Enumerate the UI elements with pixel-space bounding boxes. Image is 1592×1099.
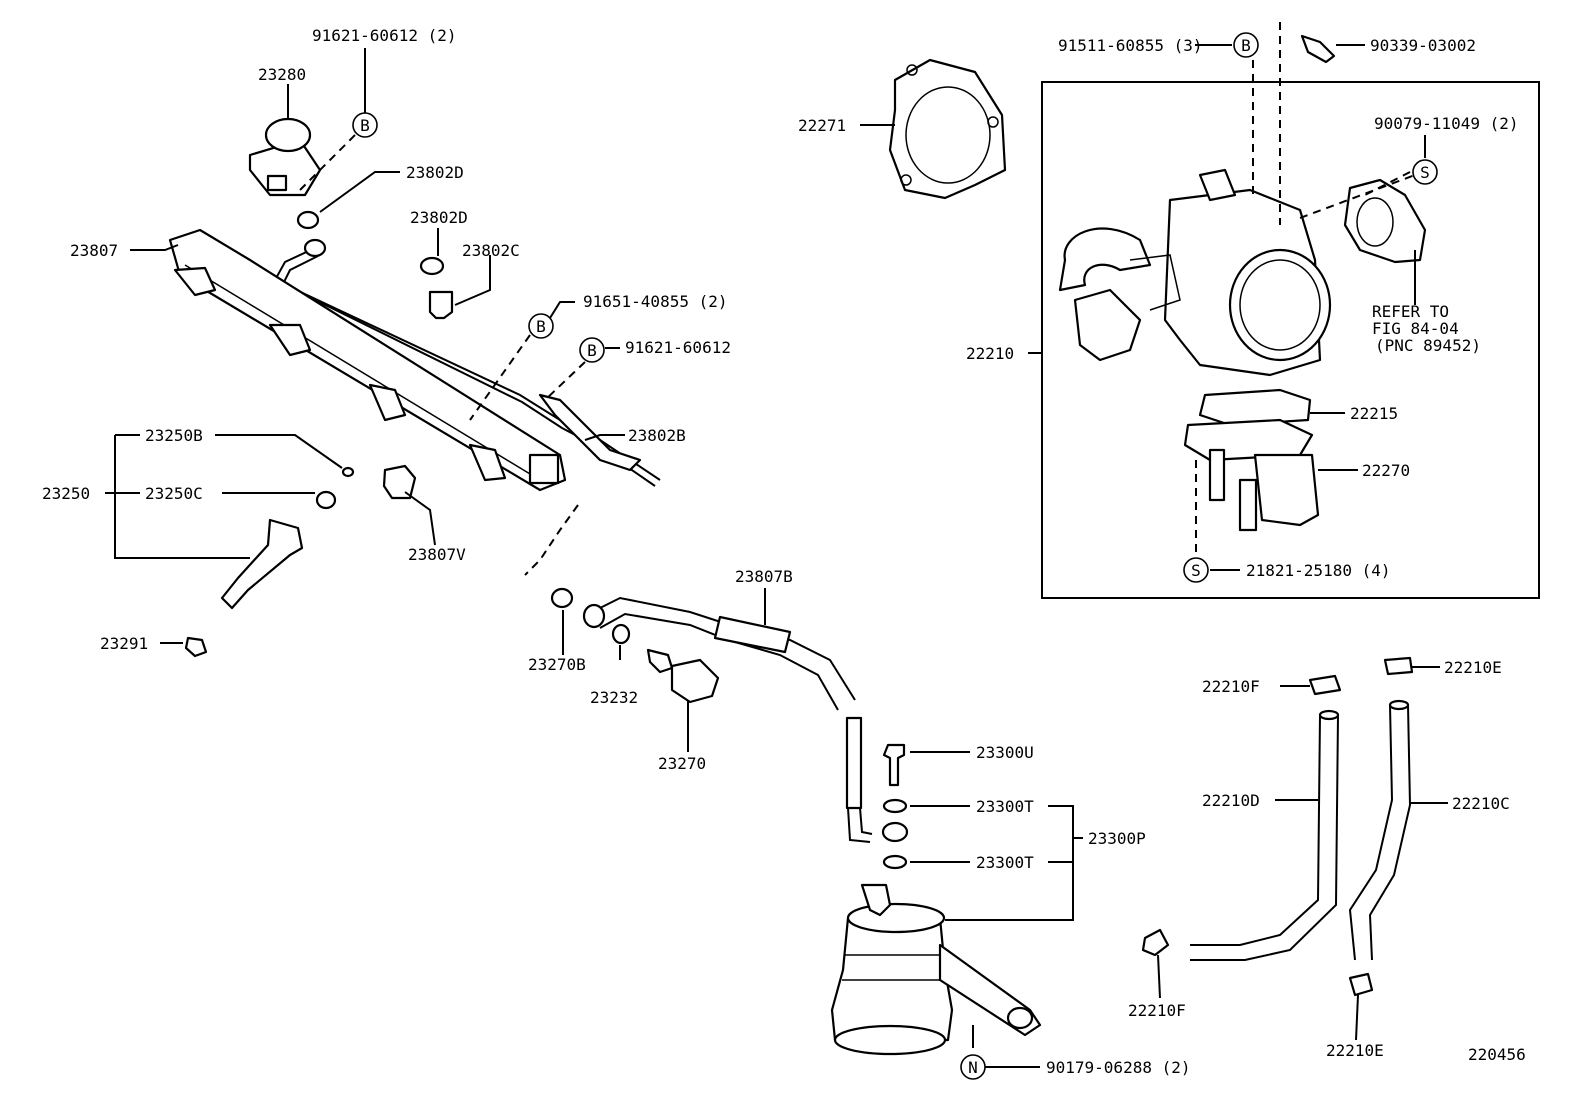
label-23802D-1: 23802D bbox=[406, 163, 464, 182]
part-labels: 91621-60612 (2) 23280 23802D 23802D 2380… bbox=[42, 26, 1526, 1077]
clip-22210E-top bbox=[1383, 656, 1414, 676]
seal-23291 bbox=[184, 636, 208, 658]
label-91621-60612: 91621-60612 bbox=[625, 338, 731, 357]
label-refer-pnc: (PNC 89452) bbox=[1375, 336, 1481, 355]
fuel-delivery-pipe-23807 bbox=[168, 228, 567, 492]
label-23300T-1: 23300T bbox=[976, 797, 1034, 816]
label-90339-03002: 90339-03002 bbox=[1370, 36, 1476, 55]
label-91621-60612-2: 91621-60612 (2) bbox=[312, 26, 457, 45]
gasket-23300T-2 bbox=[882, 854, 908, 870]
label-23280: 23280 bbox=[258, 65, 306, 84]
label-23270: 23270 bbox=[658, 754, 706, 773]
label-23250C: 23250C bbox=[145, 484, 203, 503]
label-23232: 23232 bbox=[590, 688, 638, 707]
seal-23802D-2 bbox=[419, 256, 445, 276]
clip-22210F-bottom bbox=[1141, 928, 1170, 957]
marker-b-2: B bbox=[528, 313, 554, 339]
gasket-22271 bbox=[888, 58, 1007, 200]
seal-23802D bbox=[296, 210, 320, 230]
svg-text:B: B bbox=[587, 341, 597, 360]
label-23802D-2: 23802D bbox=[410, 208, 468, 227]
fuel-filter-outlet-tube bbox=[845, 716, 909, 843]
gasket-23270B bbox=[550, 587, 574, 609]
label-22210C: 22210C bbox=[1452, 794, 1510, 813]
label-91511-60855-3: 91511-60855 (3) bbox=[1058, 36, 1203, 55]
marker-s-1: S bbox=[1412, 159, 1438, 185]
marker-b-3: B bbox=[579, 337, 605, 363]
label-91651-40855-2: 91651-40855 (2) bbox=[583, 292, 728, 311]
marker-b-4: B bbox=[1233, 32, 1259, 58]
gasket-23232 bbox=[611, 623, 631, 645]
o-ring-23250B bbox=[341, 466, 355, 478]
svg-text:B: B bbox=[536, 317, 546, 336]
throttle-body-assembly-frame bbox=[1041, 81, 1540, 599]
marker-s-2: S bbox=[1183, 557, 1209, 583]
label-23807: 23807 bbox=[70, 241, 118, 260]
label-23807B: 23807B bbox=[735, 567, 793, 586]
label-90179-06288-2: 90179-06288 (2) bbox=[1046, 1058, 1191, 1077]
leader-lines bbox=[105, 44, 1448, 1068]
spacer-23807V bbox=[382, 464, 417, 500]
label-22210: 22210 bbox=[966, 344, 1014, 363]
clip-22210E-bottom bbox=[1348, 972, 1374, 997]
fuel-filter-23300P bbox=[830, 883, 1042, 1056]
injector-23250 bbox=[220, 466, 355, 610]
label-21821-25180-4: 21821-25180 (4) bbox=[1246, 561, 1391, 580]
grommet-23250C bbox=[315, 490, 337, 510]
label-22215: 22215 bbox=[1350, 404, 1398, 423]
label-23807V: 23807V bbox=[408, 545, 466, 564]
svg-text:N: N bbox=[968, 1058, 978, 1077]
label-22210F-1: 22210F bbox=[1202, 677, 1260, 696]
gasket-23300T-1 bbox=[882, 798, 908, 814]
svg-text:B: B bbox=[360, 116, 370, 135]
marker-n-1: N bbox=[960, 1054, 986, 1080]
gasket-22215 bbox=[1198, 388, 1312, 427]
label-22210E-1: 22210E bbox=[1444, 658, 1502, 677]
throttle-body-22210 bbox=[1058, 168, 1332, 377]
pulsation-damper-23270 bbox=[646, 648, 720, 704]
throttle-position-sensor bbox=[1343, 178, 1427, 264]
label-refer-to: REFER TO bbox=[1372, 302, 1449, 321]
water-by-pass-hose-22210D bbox=[1190, 709, 1340, 961]
idle-air-control-valve-22270 bbox=[1183, 418, 1320, 532]
fuel-hose-23807B bbox=[582, 596, 856, 711]
label-23270B: 23270B bbox=[528, 655, 586, 674]
clip-22210F-top bbox=[1308, 674, 1342, 696]
figure-number: 220456 bbox=[1468, 1045, 1526, 1064]
label-23291: 23291 bbox=[100, 634, 148, 653]
union-bolt-23300U bbox=[882, 743, 906, 787]
label-23300T-2: 23300T bbox=[976, 853, 1034, 872]
label-refer-fig: FIG 84-04 bbox=[1372, 319, 1459, 338]
label-23300U: 23300U bbox=[976, 743, 1034, 762]
label-22210F-2: 22210F bbox=[1128, 1001, 1186, 1020]
label-22210D: 22210D bbox=[1202, 791, 1260, 810]
pressure-regulator-23280 bbox=[248, 117, 322, 197]
label-22270: 22270 bbox=[1362, 461, 1410, 480]
svg-text:S: S bbox=[1420, 163, 1430, 182]
union-bolt-23802C bbox=[428, 290, 454, 320]
svg-text:S: S bbox=[1191, 561, 1201, 580]
label-22271: 22271 bbox=[798, 116, 846, 135]
label-23802C: 23802C bbox=[462, 241, 520, 260]
label-23300P: 23300P bbox=[1088, 829, 1146, 848]
marker-b-1: B bbox=[352, 112, 378, 138]
label-23250: 23250 bbox=[42, 484, 90, 503]
label-22210E-2: 22210E bbox=[1326, 1041, 1384, 1060]
label-23250B: 23250B bbox=[145, 426, 203, 445]
label-90079-11049-2: 90079-11049 (2) bbox=[1374, 114, 1519, 133]
screw-90339-03002 bbox=[1300, 34, 1336, 64]
label-23802B: 23802B bbox=[628, 426, 686, 445]
svg-text:B: B bbox=[1241, 36, 1251, 55]
water-by-pass-hose-22210C bbox=[1348, 699, 1412, 961]
